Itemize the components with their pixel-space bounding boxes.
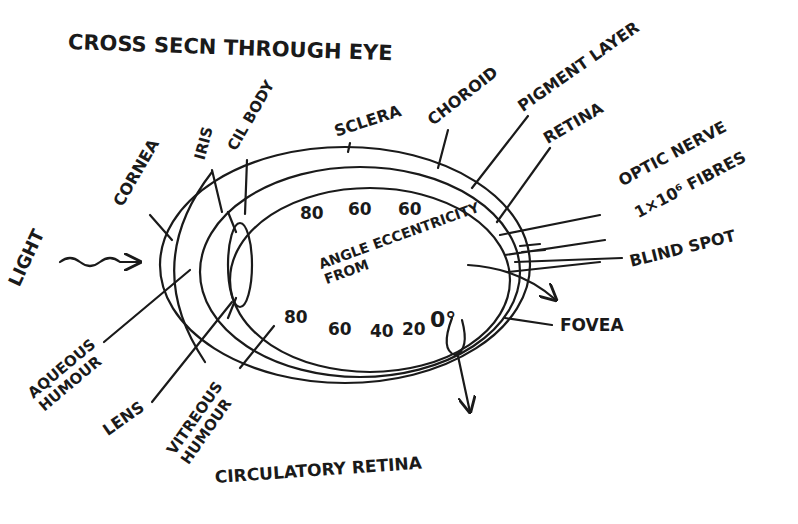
angle-number: 80 [284, 308, 308, 328]
leader-line [348, 143, 350, 152]
part-label: SCLERA [332, 102, 403, 141]
angle-number: 60 [398, 200, 422, 220]
note-label: CIRCULATORY RETINA [214, 454, 422, 488]
angle-number: 0° [430, 307, 456, 332]
leader-line [497, 148, 550, 222]
part-label: BLIND SPOT [628, 227, 738, 271]
leader-line [104, 270, 190, 342]
eccentricity-arrow [468, 265, 556, 300]
leader-line [515, 258, 622, 262]
optic-nerve [500, 215, 605, 272]
light-arrow [60, 258, 140, 266]
part-label: FOVEA [560, 316, 624, 336]
leader-line [240, 326, 274, 368]
part-label: AQUEOUS HUMOUR [25, 328, 120, 415]
retina-outline [230, 188, 510, 372]
choroid-outline [200, 167, 520, 377]
leader-line [472, 116, 528, 188]
part-label: CIL BODY [225, 78, 279, 154]
angle-number: 80 [300, 204, 324, 224]
lens-shape [228, 223, 252, 307]
part-label: CORNEA [110, 136, 163, 210]
angle-number: 60 [348, 200, 372, 220]
angle-number: 60 [328, 320, 352, 340]
part-label: RETINA [540, 99, 606, 148]
part-label: VITREOUS HUMOUR [164, 366, 250, 468]
leader-line [245, 160, 247, 214]
part-label: PIGMENT LAYER [515, 18, 643, 115]
label: LIGHT [5, 226, 49, 289]
leader-line [438, 130, 448, 168]
leader-line [505, 318, 552, 325]
angle-number: 20 [402, 320, 426, 340]
leader-line [212, 170, 222, 212]
part-label: LENS [100, 398, 148, 439]
angle-number: 40 [370, 322, 394, 342]
leader-line [150, 215, 172, 240]
diagram-title: CROSS SECN THROUGH EYE [68, 30, 393, 65]
part-label: CHOROID [424, 63, 501, 129]
part-label: IRIS [192, 125, 217, 162]
